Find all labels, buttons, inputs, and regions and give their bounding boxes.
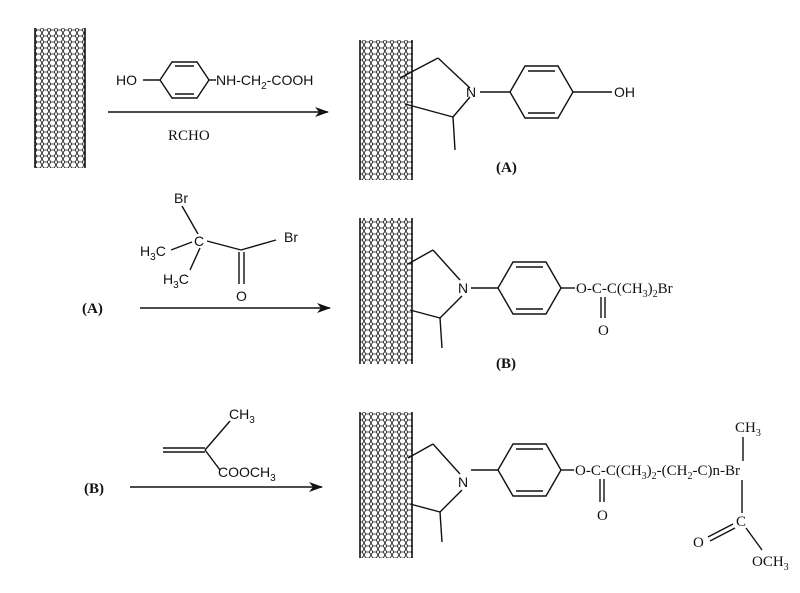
- product-b-ester-end: Br: [658, 281, 673, 297]
- svg-text:CH3: CH3: [735, 420, 761, 439]
- product-final-chain-sub2b: 2: [688, 471, 693, 482]
- product-b-ester-text: O-C-C(CH: [576, 281, 643, 297]
- pyrrolidine-ring-b: N: [407, 249, 468, 349]
- svg-text:COOCH3: COOCH3: [218, 464, 276, 484]
- product-final-o-ester-text: O: [597, 508, 608, 524]
- product-final-och3-sub: 3: [784, 562, 789, 573]
- row1: HO NH-CH2-COOH RCHO N: [34, 28, 635, 180]
- phenyl-ring-a: [509, 65, 574, 119]
- reagent-ch3-sub: 3: [249, 415, 255, 426]
- product-final-c-text: C: [736, 514, 746, 530]
- nanotube-product-b: [359, 218, 413, 364]
- product-a-n-text: N: [466, 84, 476, 100]
- product-final-och3-text: OCH: [752, 554, 784, 570]
- svg-text:NH-CH2-COOH: NH-CH2-COOH: [216, 72, 313, 92]
- reagent-aminophenol-glycine: HO NH-CH2-COOH: [116, 61, 313, 99]
- svg-text:OCH3: OCH3: [752, 554, 789, 573]
- reagent-ch3-text: CH: [229, 406, 249, 422]
- reagent-chain-tail: -COOH: [267, 72, 314, 88]
- reagent-chain-text: NH-CH: [216, 72, 261, 88]
- nanotube-start: [34, 28, 86, 168]
- product-final-n-text: N: [458, 474, 468, 490]
- reagent-ho-text: HO: [116, 72, 137, 88]
- product-final-chain-sub2: 2: [652, 471, 657, 482]
- row3: (B) CH3 COOCH3 N: [84, 406, 789, 573]
- product-b-n-text: N: [458, 280, 468, 296]
- svg-text:O-C-C(CH3)2Br: O-C-C(CH3)2Br: [576, 281, 673, 300]
- product-b-o-text: O: [598, 323, 609, 339]
- product-b-label: (B): [496, 356, 516, 372]
- product-final-chain-mid: ): [647, 463, 652, 479]
- svg-text:H3C: H3C: [163, 271, 189, 291]
- reagent-c-text: C: [194, 233, 204, 249]
- svg-text:H3C: H3C: [140, 243, 166, 263]
- reagent-chain-sub: 2: [261, 81, 267, 92]
- phenyl-ring-b: [497, 261, 562, 315]
- nanotube-product-a: [359, 40, 413, 180]
- product-b-ester-sub3: 3: [643, 289, 648, 300]
- product-b-ester-mid: ): [648, 281, 653, 297]
- product-final-chain-sub3: 3: [642, 471, 647, 482]
- reagent-h3c-1-c: C: [156, 243, 166, 259]
- reagent-h3c-1-h: H: [140, 243, 150, 259]
- reagent-cooch3-sub: 3: [270, 473, 276, 484]
- reagent-bromoisobutyryl-bromide: Br C H3C H3C Br O: [140, 190, 298, 304]
- product-final-ch3-sub: 3: [756, 428, 761, 439]
- reagent-br-top-text: Br: [174, 190, 188, 206]
- pyrrolidine-ring-a: N: [399, 57, 476, 151]
- reagent-o-text: O: [236, 288, 247, 304]
- product-final-chain-mid2: -(CH: [657, 463, 688, 479]
- product-b-ester-sub2: 2: [653, 289, 658, 300]
- pyrrolidine-ring-final: N: [407, 443, 468, 543]
- row2: (A) Br C H3C H3C Br O: [82, 190, 673, 372]
- nanotube-product-final: [359, 412, 413, 558]
- product-final-o-carbonyl-text: O: [693, 535, 704, 551]
- phenyl-ring-final: [497, 443, 562, 497]
- reagent-br-right-text: Br: [284, 229, 298, 245]
- condition-rchO-text: RCHO: [168, 128, 210, 144]
- reagent-methyl-methacrylate: CH3 COOCH3: [163, 406, 276, 484]
- product-final-ch3-text: CH: [735, 420, 756, 436]
- reagent-h3c-2-sub: 3: [173, 280, 179, 291]
- product-final-chain-mid3: -C)n-Br: [693, 463, 741, 479]
- start-label-a: (A): [82, 301, 103, 317]
- product-a-label: (A): [496, 160, 517, 176]
- reagent-h3c-2-h: H: [163, 271, 173, 287]
- svg-text:O-C-C(CH3)2-(CH2-C)n-Br: O-C-C(CH3)2-(CH2-C)n-Br: [575, 463, 740, 482]
- reagent-h3c-2-c: C: [179, 271, 189, 287]
- svg-text:CH3: CH3: [229, 406, 255, 426]
- product-a-oh-text: OH: [614, 84, 635, 100]
- product-final-chain-text: O-C-C(CH: [575, 463, 642, 479]
- reagent-cooch3-text: COOCH: [218, 464, 270, 480]
- start-label-b: (B): [84, 481, 104, 497]
- reagent-h3c-1-sub: 3: [150, 252, 156, 263]
